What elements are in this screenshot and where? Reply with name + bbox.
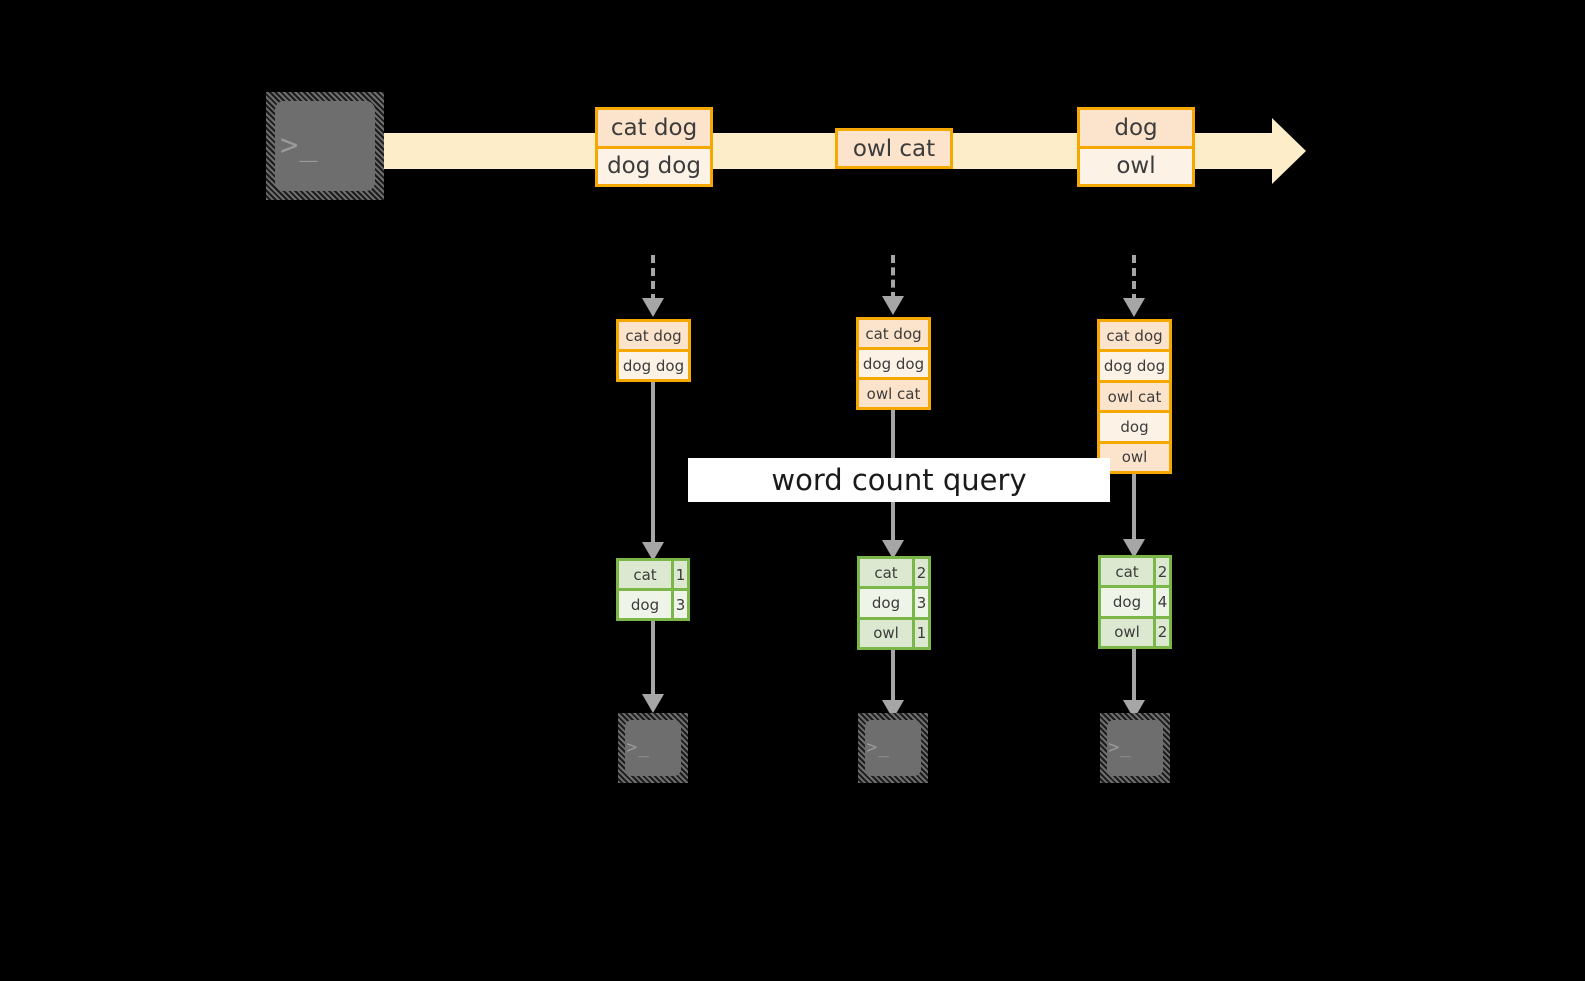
snapshot-3-result-count-1: 2: [1153, 558, 1169, 586]
snapshot-2-input[interactable]: cat dog dog dog owl cat: [856, 317, 931, 410]
snapshot-3-query-arrowhead: [1123, 539, 1145, 558]
snapshot-1-query-line: [651, 382, 655, 546]
query-label-text: word count query: [771, 463, 1027, 497]
snapshot-2-trigger-line: [891, 255, 895, 300]
snapshot-3-input[interactable]: cat dog dog dog owl cat dog owl: [1097, 319, 1172, 474]
table-row: dog 3: [860, 586, 928, 617]
terminal-screen: [865, 720, 921, 776]
snapshot-2-result-count-3: 1: [912, 619, 928, 647]
stream-event-3-line-2: owl: [1080, 145, 1192, 184]
snapshot-2-result-word-3: owl: [873, 624, 899, 643]
table-row: cat 2: [1101, 558, 1169, 586]
snapshot-3-result[interactable]: cat 2 dog 4 owl 2: [1098, 555, 1172, 649]
snapshot-2-input-line-1: cat dog: [859, 320, 928, 347]
stream-event-1-line-1: cat dog: [598, 110, 710, 146]
snapshot-2-result[interactable]: cat 2 dog 3 owl 1: [857, 556, 931, 650]
snapshot-2-result-count-1: 2: [912, 559, 928, 587]
terminal-screen: [1107, 720, 1163, 776]
snapshot-2-input-line-3: owl cat: [859, 377, 928, 407]
table-row: owl 1: [860, 616, 928, 647]
snapshot-2-sink-terminal-icon[interactable]: >_: [858, 713, 928, 783]
snapshot-2-trigger-arrowhead: [882, 296, 904, 315]
snapshot-3-result-count-2: 4: [1153, 588, 1169, 616]
stream-event-3-line-1: dog: [1080, 110, 1192, 146]
snapshot-2-query-arrowhead: [882, 540, 904, 559]
query-label: word count query: [688, 458, 1110, 502]
snapshot-1-result-count-1: 1: [671, 561, 687, 588]
stream-event-2-line-1: owl cat: [838, 131, 950, 166]
snapshot-1-result-word-2: dog: [630, 595, 660, 614]
snapshot-3-result-word-3: owl: [1114, 623, 1140, 642]
snapshot-1-trigger-arrowhead: [642, 298, 664, 317]
snapshot-1-input-line-2: dog dog: [619, 349, 688, 379]
snapshot-3-sink-line: [1132, 649, 1136, 705]
stream-event-1-line-2: dog dog: [598, 145, 710, 184]
snapshot-2-result-word-1: cat: [874, 563, 898, 582]
snapshot-3-result-word-2: dog: [1112, 592, 1142, 611]
table-row: dog 4: [1101, 585, 1169, 616]
stream-event-1[interactable]: cat dog dog dog: [595, 107, 713, 187]
snapshot-3-input-line-3: owl cat: [1100, 379, 1169, 411]
stream-event-3[interactable]: dog owl: [1077, 107, 1195, 187]
snapshot-3-trigger-line: [1132, 255, 1136, 302]
snapshot-1-sink-arrowhead: [642, 694, 664, 713]
stream-event-2[interactable]: owl cat: [835, 128, 953, 169]
snapshot-1-query-arrowhead: [642, 542, 664, 561]
snapshot-1-result[interactable]: cat 1 dog 3: [616, 558, 690, 621]
snapshot-2-sink-line: [891, 650, 895, 705]
snapshot-2-result-word-2: dog: [871, 593, 901, 612]
terminal-prompt-glyph: >_: [866, 737, 891, 758]
snapshot-1-result-count-2: 3: [671, 591, 687, 618]
table-row: cat 2: [860, 559, 928, 587]
table-row: dog 3: [619, 588, 687, 618]
snapshot-3-input-line-4: dog: [1100, 410, 1169, 441]
snapshot-1-sink-line: [651, 621, 655, 699]
snapshot-3-sink-terminal-icon[interactable]: >_: [1100, 713, 1170, 783]
terminal-screen: [625, 720, 681, 776]
snapshot-3-input-line-2: dog dog: [1100, 349, 1169, 380]
snapshot-1-input[interactable]: cat dog dog dog: [616, 319, 691, 382]
snapshot-2-result-count-2: 3: [912, 589, 928, 617]
snapshot-1-input-line-1: cat dog: [619, 322, 688, 349]
snapshot-2-input-line-2: dog dog: [859, 347, 928, 377]
source-terminal-icon[interactable]: >_: [266, 92, 384, 200]
stream-band-arrowhead: [1272, 118, 1306, 184]
terminal-prompt-glyph: >_: [1108, 737, 1133, 758]
table-row: cat 1: [619, 561, 687, 588]
snapshot-3-result-count-3: 2: [1153, 618, 1169, 646]
snapshot-3-trigger-arrowhead: [1123, 298, 1145, 317]
snapshot-3-query-line: [1132, 474, 1136, 544]
terminal-prompt-glyph: >_: [626, 737, 651, 758]
terminal-prompt-glyph: >_: [280, 128, 319, 163]
terminal-screen: [275, 101, 375, 191]
snapshot-1-result-word-1: cat: [633, 565, 657, 584]
snapshot-1-sink-terminal-icon[interactable]: >_: [618, 713, 688, 783]
table-row: owl 2: [1101, 615, 1169, 646]
snapshot-3-result-word-1: cat: [1115, 562, 1139, 581]
snapshot-3-input-line-5: owl: [1100, 440, 1169, 472]
snapshot-1-trigger-line: [651, 255, 655, 302]
snapshot-3-input-line-1: cat dog: [1100, 322, 1169, 350]
